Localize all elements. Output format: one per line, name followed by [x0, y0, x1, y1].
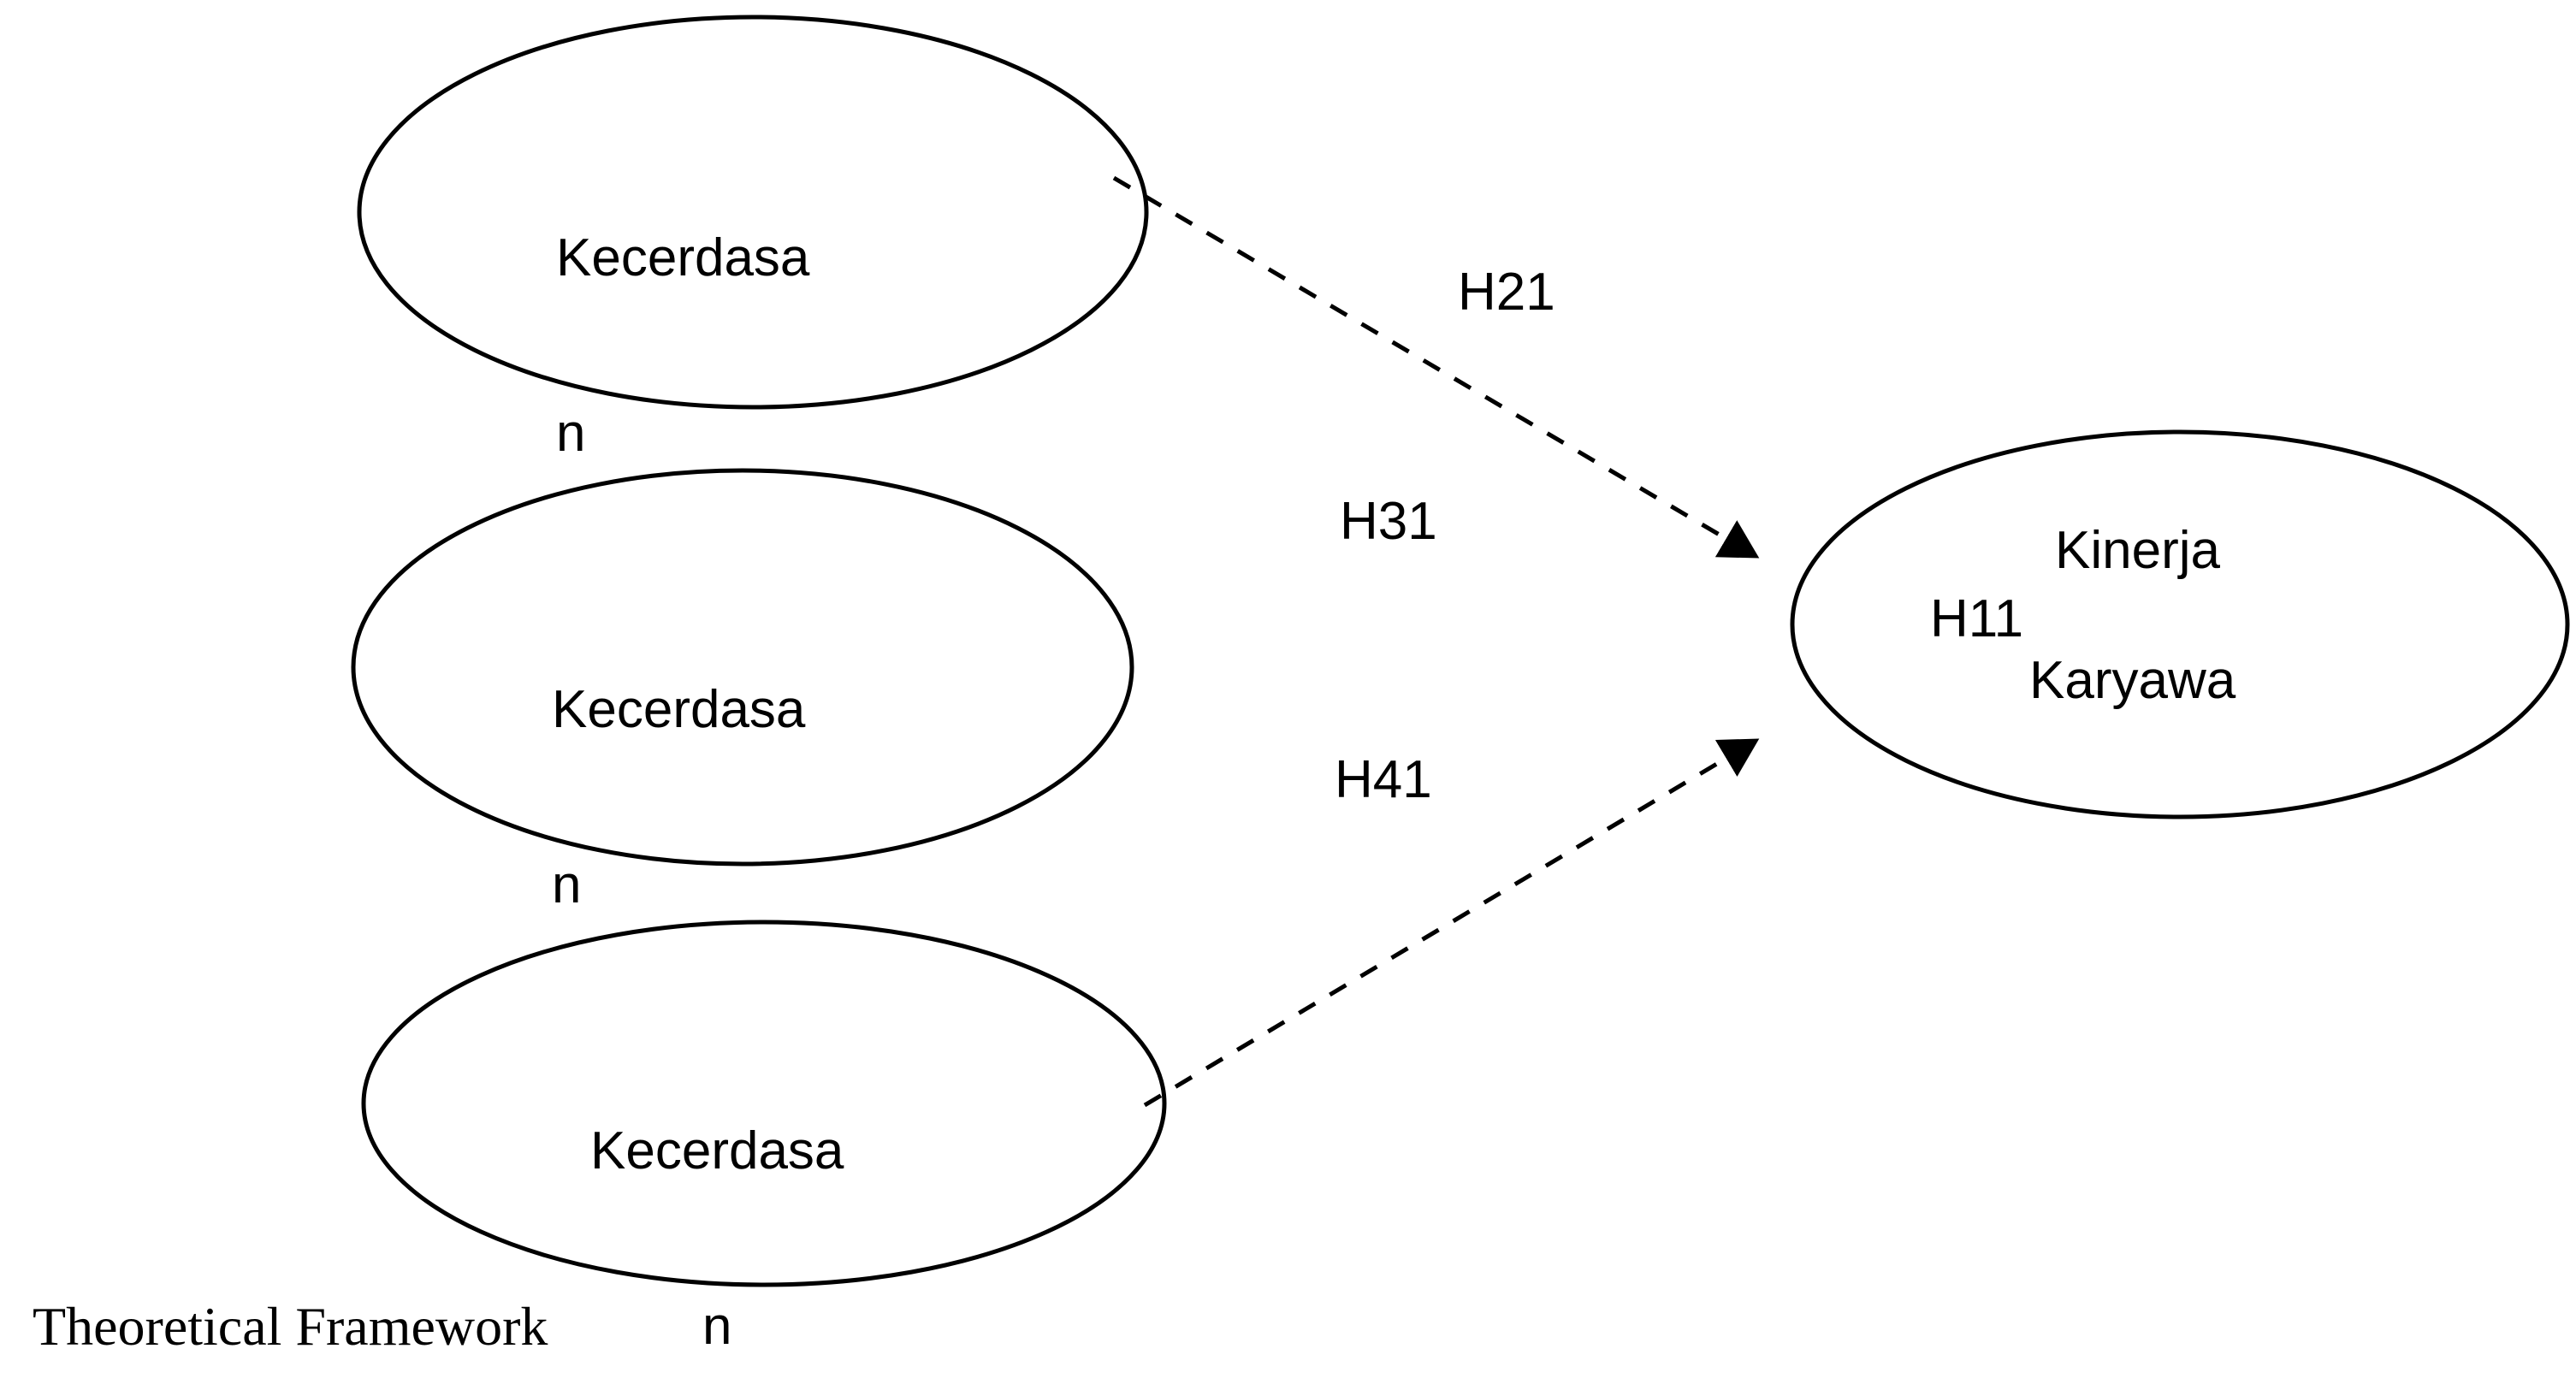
- edge-label-h11: H11: [1930, 589, 2024, 648]
- node-label-kecerdasan-2: Kecerdasa n: [552, 565, 805, 1032]
- node-label-line2: n: [552, 855, 582, 914]
- node-label-kecerdasan-3: Kecerdasa n: [590, 1006, 844, 1396]
- edge-label-h31: H31: [1340, 492, 1437, 551]
- node-label-line1: Kecerdasa: [556, 228, 810, 288]
- node-label-karyawa: Karyawa: [2029, 651, 2236, 710]
- node-ellipse-kecerdasan-2: [351, 468, 1134, 867]
- edge-label-h41: H41: [1335, 750, 1432, 809]
- node-label-kinerja: Kinerja: [2055, 521, 2220, 580]
- node-ellipse-kinerja-karyawan: [1790, 429, 2570, 819]
- node-label-line1: Kecerdasa: [552, 680, 806, 740]
- edge-label-h21: H21: [1458, 263, 1555, 322]
- edge-line-h21: [1112, 175, 1760, 559]
- node-label-line2: n: [556, 403, 586, 463]
- node-label-line2: n: [702, 1296, 732, 1356]
- edge-line-h41: [1143, 738, 1760, 1108]
- node-label-line1: Kecerdasa: [590, 1121, 844, 1181]
- node-ellipse-kecerdasan-1: [357, 15, 1149, 410]
- node-ellipse-kecerdasan-3: [361, 920, 1167, 1287]
- diagram-caption: Theoretical Framework: [33, 1296, 548, 1357]
- node-label-kecerdasan-1: Kecerdasa n: [556, 113, 809, 580]
